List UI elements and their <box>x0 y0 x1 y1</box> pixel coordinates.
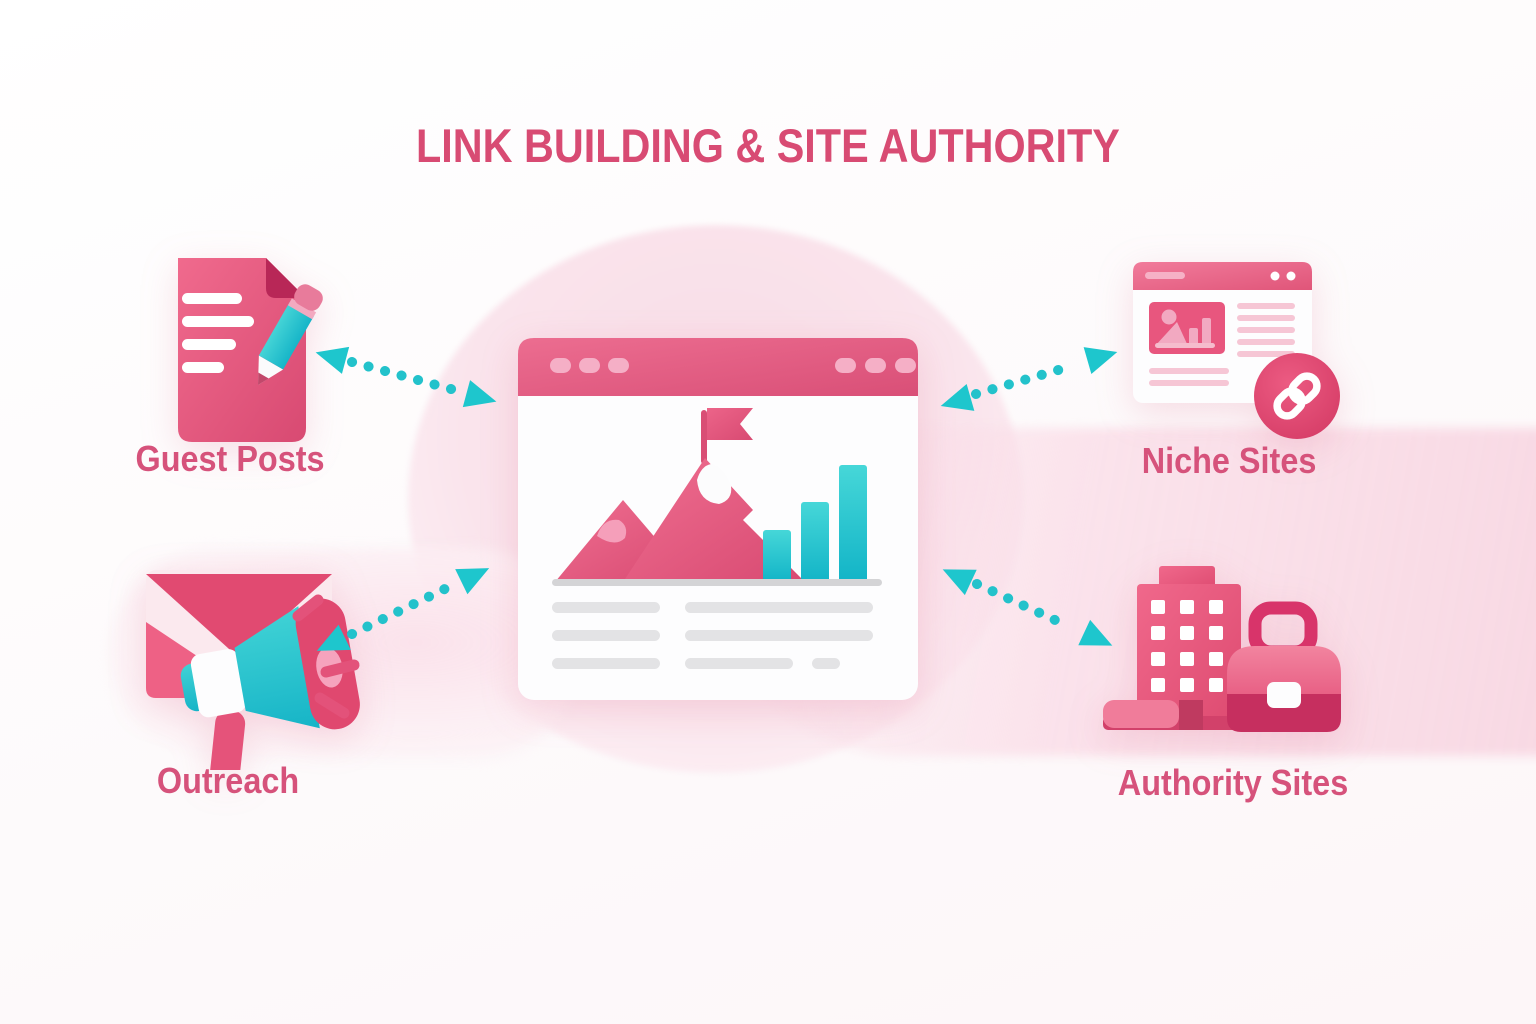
office-building <box>1103 566 1301 730</box>
sound-lines <box>292 594 360 719</box>
envelope-megaphone-icon <box>146 570 360 770</box>
page-title: LINK BUILDING & SITE AUTHORITY <box>416 119 1120 172</box>
growth-bar-chart <box>763 465 867 582</box>
mini-site-header-dots <box>1270 271 1296 281</box>
chart-baseline <box>552 579 882 586</box>
document-pencil-icon <box>178 258 323 442</box>
building-windows <box>1151 600 1223 692</box>
pencil <box>258 284 323 385</box>
mini-site-text-lines <box>1149 303 1295 386</box>
outreach-label: Outreach <box>156 760 300 801</box>
niche-sites-label: Niche Sites <box>1141 440 1317 481</box>
browser-header-dots <box>550 358 916 373</box>
browser-header-bar <box>518 338 918 396</box>
building-briefcase-icon <box>1103 566 1341 732</box>
site-authority-browser-illustration <box>518 338 918 700</box>
document-text-lines <box>182 293 254 373</box>
text-placeholder-lines <box>552 602 873 669</box>
briefcase <box>1227 601 1341 732</box>
mountain-with-flag-illustration <box>555 408 805 582</box>
document-folded-corner <box>266 258 306 298</box>
browser-link-icon <box>1133 262 1340 439</box>
chain-link-icon <box>1273 372 1321 420</box>
mini-site-url-bar <box>1145 272 1185 279</box>
authority-sites-label: Authority Sites <box>1117 762 1349 803</box>
mini-site-thumbnail <box>1149 302 1225 354</box>
guest-posts-label: Guest Posts <box>135 438 325 479</box>
mini-site-header <box>1133 262 1312 290</box>
link-badge <box>1254 353 1340 439</box>
